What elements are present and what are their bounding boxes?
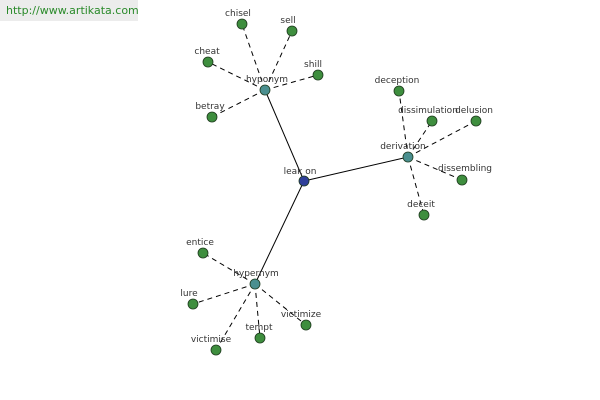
edge-derivation-dissimulation <box>407 120 433 158</box>
leaf-label-dissembling[interactable]: dissembling <box>438 164 492 174</box>
edge-center-derivation <box>303 156 409 182</box>
hub-label-derivation[interactable]: derivation <box>380 142 426 152</box>
hub-node-hypernym[interactable] <box>249 278 261 290</box>
leaf-node-deceit[interactable] <box>418 209 430 221</box>
hub-node-derivation[interactable] <box>402 151 414 163</box>
leaf-label-sell[interactable]: sell <box>280 16 295 26</box>
edge-hypernym-victimise <box>215 283 256 351</box>
leaf-label-betray[interactable]: betray <box>195 102 225 112</box>
leaf-label-deception[interactable]: deception <box>375 76 420 86</box>
leaf-node-entice[interactable] <box>197 247 209 259</box>
edge-hyponym-shill <box>264 74 319 91</box>
edge-center-hyponym <box>264 89 305 182</box>
edge-derivation-deception <box>398 90 409 158</box>
edge-hypernym-tempt <box>254 283 261 339</box>
labels-layer: leak on hyponym derivation hypernym chisel se… <box>180 9 493 345</box>
leaf-label-victimize[interactable]: victimize <box>281 310 322 320</box>
leaf-node-cheat[interactable] <box>202 56 214 68</box>
leaf-label-chisel[interactable]: chisel <box>225 9 251 19</box>
center-node-label[interactable]: leak on <box>284 167 317 177</box>
edge-center-hypernym <box>254 180 305 285</box>
edge-derivation-deceit <box>407 156 425 216</box>
leaf-label-entice[interactable]: entice <box>186 238 214 248</box>
edge-hyponym-betray <box>211 89 266 118</box>
hub-node-hyponym[interactable] <box>259 84 271 96</box>
leaf-label-cheat[interactable]: cheat <box>194 47 220 57</box>
leaf-node-lure[interactable] <box>187 298 199 310</box>
edge-hyponym-chisel <box>241 23 266 91</box>
leaf-node-tempt[interactable] <box>254 332 266 344</box>
leaf-node-shill[interactable] <box>312 69 324 81</box>
leaf-label-deceit[interactable]: deceit <box>407 200 435 210</box>
edge-hyponym-cheat <box>207 61 266 91</box>
leaf-node-betray[interactable] <box>206 111 218 123</box>
leaf-node-victimise[interactable] <box>210 344 222 356</box>
edge-hyponym-sell <box>264 30 293 91</box>
leaf-node-dissembling[interactable] <box>456 174 468 186</box>
hub-label-hypernym[interactable]: hypernym <box>233 269 279 279</box>
leaf-node-chisel[interactable] <box>236 18 248 30</box>
hub-label-hyponym[interactable]: hyponym <box>246 75 288 85</box>
leaf-node-deception[interactable] <box>393 85 405 97</box>
nodes-layer <box>187 18 482 356</box>
edges-layer <box>192 23 477 351</box>
leaf-label-dissimulation[interactable]: dissimulation <box>398 106 458 116</box>
edge-hypernym-victimize <box>254 283 307 326</box>
leaf-label-tempt[interactable]: tempt <box>245 323 273 333</box>
site-url-banner[interactable]: http://www.artikata.com <box>0 0 139 21</box>
leaf-node-victimize[interactable] <box>300 319 312 331</box>
edge-derivation-dissembling <box>407 156 463 181</box>
leaf-label-lure[interactable]: lure <box>180 289 198 299</box>
center-node[interactable] <box>298 175 310 187</box>
edge-hypernym-entice <box>202 252 256 285</box>
edge-derivation-delusion <box>407 120 477 158</box>
leaf-label-delusion[interactable]: delusion <box>455 106 493 116</box>
leaf-node-dissimulation[interactable] <box>426 115 438 127</box>
leaf-label-victimise[interactable]: victimise <box>191 335 232 345</box>
leaf-label-shill[interactable]: shill <box>304 60 322 70</box>
edge-hypernym-lure <box>192 283 256 305</box>
leaf-node-delusion[interactable] <box>470 115 482 127</box>
leaf-node-sell[interactable] <box>286 25 298 37</box>
